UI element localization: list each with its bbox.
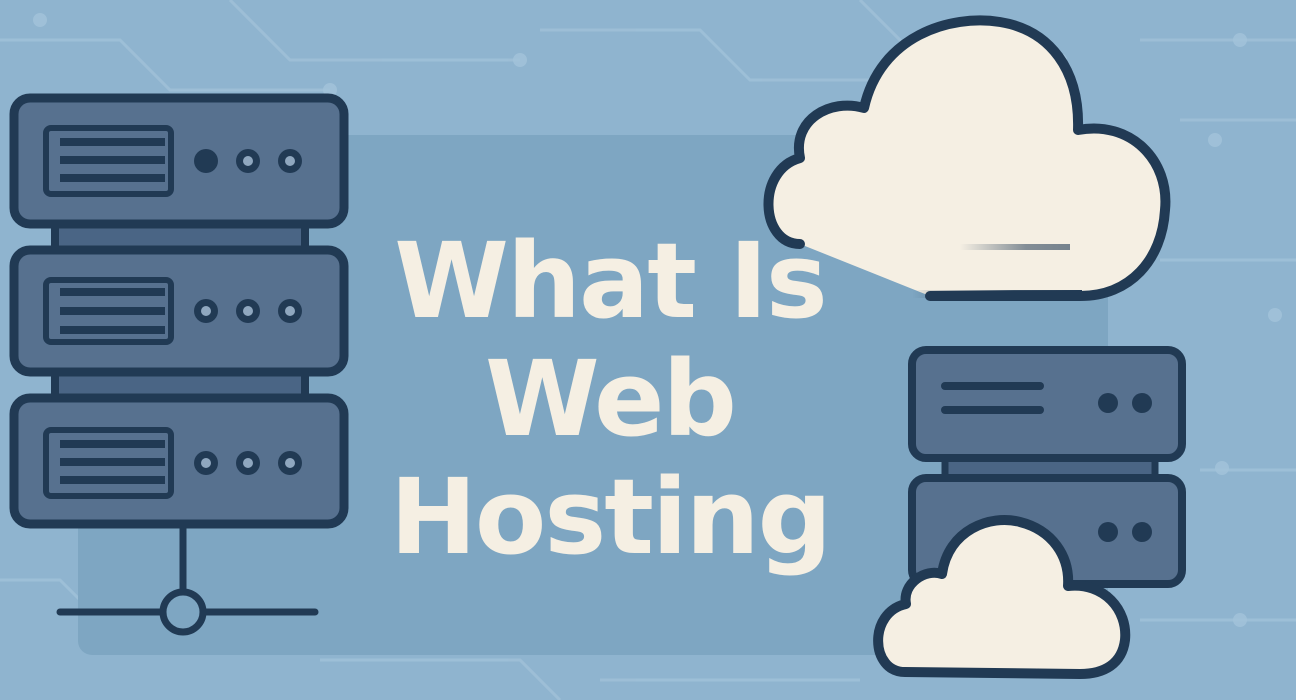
server-unit xyxy=(908,346,1186,462)
server-unit xyxy=(9,393,349,529)
server-rack-icon xyxy=(9,93,349,529)
title-line-2: Web xyxy=(485,338,737,460)
server-unit xyxy=(9,93,349,229)
server-unit xyxy=(9,245,349,377)
title-line-1: What Is xyxy=(394,220,827,342)
network-node-icon xyxy=(56,525,319,636)
title-line-3: Hosting xyxy=(389,456,832,578)
cloud-icon xyxy=(873,515,1131,679)
cloud-icon xyxy=(763,15,1171,301)
page-title: What Is Web Hosting xyxy=(360,222,860,576)
